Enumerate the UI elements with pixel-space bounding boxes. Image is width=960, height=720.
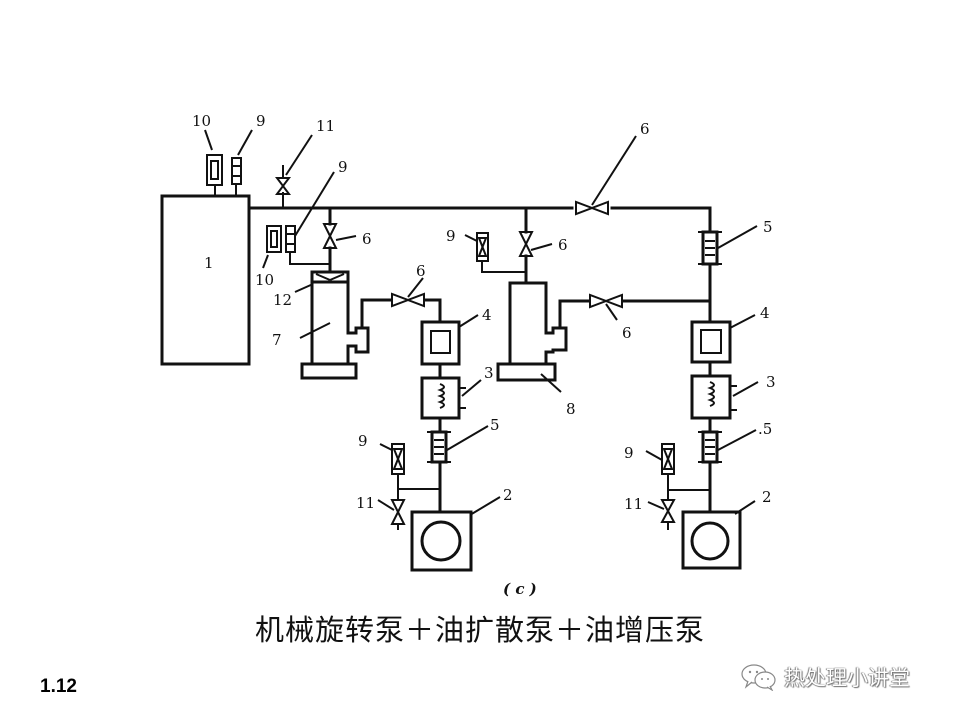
- label-9-booster: 9: [446, 227, 456, 245]
- watermark-text: 热处理小讲堂: [784, 666, 910, 690]
- label-9-top: 9: [256, 112, 266, 130]
- diffusion-pump: 7 12: [272, 270, 370, 380]
- bellows-left: 5: [427, 416, 500, 514]
- filter-right: 4: [690, 304, 770, 378]
- vent-valve-top: 11: [275, 117, 335, 208]
- label-4-right: 4: [760, 304, 770, 322]
- label-10-mid: 10: [255, 271, 274, 289]
- label-10-top: 10: [192, 112, 211, 130]
- booster-pump: 8: [496, 281, 576, 418]
- wechat-icon: [741, 664, 776, 691]
- cold-trap-left: 3: [420, 364, 494, 434]
- label-6-booster-inlet: 6: [558, 236, 568, 254]
- label-5-right-top: 5: [763, 218, 773, 236]
- label-6-diffusion-fore: 6: [416, 262, 426, 280]
- label-11-left: 11: [356, 494, 375, 512]
- label-6-booster-fore: 6: [622, 324, 632, 342]
- vacuum-chamber: 1: [160, 194, 251, 366]
- label-2-right: 2: [762, 488, 772, 506]
- bellows-right-bottom: .5: [698, 420, 772, 514]
- label-11-right: 11: [624, 495, 643, 513]
- label-11-top: 11: [316, 117, 335, 135]
- label-7: 7: [272, 331, 282, 349]
- valve-main-top: 6: [575, 120, 650, 216]
- gauge-mid: 9: [285, 158, 348, 265]
- rotary-pump-right: 2: [681, 488, 772, 570]
- label-6-top: 6: [640, 120, 650, 138]
- gauge-meter-mid: 10: [255, 225, 282, 289]
- filter-left: 4: [420, 306, 492, 380]
- label-9-mid: 9: [338, 158, 348, 176]
- label-2-left: 2: [503, 486, 513, 504]
- booster-fore-line: 6: [558, 293, 712, 342]
- label-5-right-bottom: .5: [758, 420, 772, 438]
- label-4-left: 4: [482, 306, 492, 324]
- gauge-left-fore: 9: [358, 432, 440, 490]
- label-6-chamber: 6: [362, 230, 372, 248]
- label-5-left: 5: [490, 416, 500, 434]
- valve-diffusion-inlet: 6: [518, 206, 568, 285]
- cold-trap-right: 3: [690, 373, 776, 434]
- gauge-meter-top: 10: [192, 112, 223, 196]
- main-pipe: [247, 206, 712, 234]
- page-number: 1.12: [40, 676, 77, 697]
- label-3-right: 3: [766, 373, 776, 391]
- gauge-booster: 9: [446, 227, 526, 273]
- bellows-right-top: 5: [698, 218, 773, 324]
- vent-valve-left: 11: [356, 489, 406, 530]
- watermark: 热处理小讲堂: [740, 662, 910, 692]
- gauge-chamber-top: 9: [231, 112, 266, 196]
- label-1: 1: [204, 254, 214, 272]
- label-12: 12: [273, 291, 292, 309]
- valve-chamber: 6: [322, 206, 372, 274]
- label-9-left: 9: [358, 432, 368, 450]
- label-8: 8: [566, 400, 576, 418]
- gauge-right-fore: 9: [624, 443, 710, 491]
- label-3-left: 3: [484, 364, 494, 382]
- diffusion-fore-line: 6: [360, 262, 442, 330]
- vent-valve-right: 11: [624, 490, 676, 530]
- rotary-pump-left: 2: [410, 486, 513, 572]
- label-9-right: 9: [624, 444, 634, 462]
- subfigure-label: ( c ): [503, 580, 537, 598]
- figure-caption: 机械旋转泵＋油扩散泵＋油增压泵: [254, 613, 705, 647]
